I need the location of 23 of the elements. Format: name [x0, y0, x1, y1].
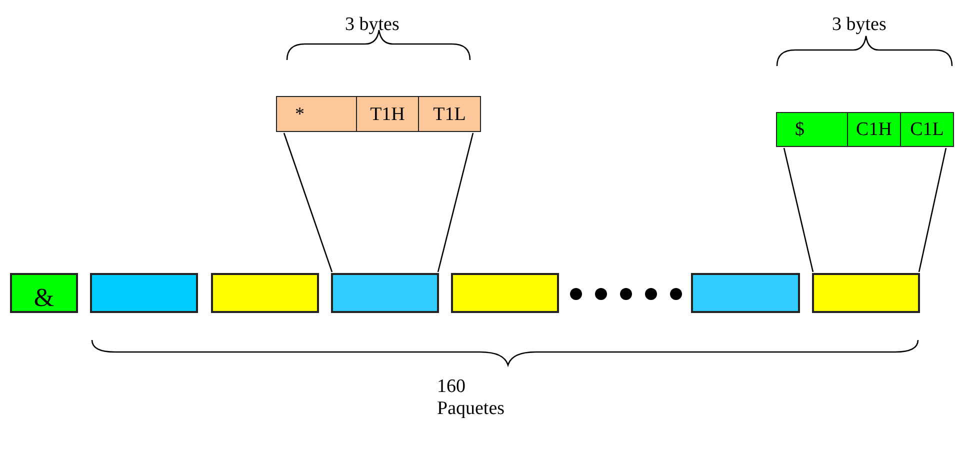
- zoom-line: [437, 132, 474, 272]
- field-label: $: [795, 120, 804, 139]
- zoom-line: [918, 148, 947, 272]
- packet-box: [211, 273, 319, 313]
- size-label: 3 bytes: [832, 14, 888, 36]
- packet-box: [812, 273, 920, 313]
- packet-box: [691, 273, 800, 313]
- field-label: C1L: [910, 120, 944, 139]
- packet-box: [776, 112, 954, 147]
- field-label: T1L: [433, 104, 466, 124]
- size-label: 3 bytes: [345, 14, 400, 36]
- field-label: T1H: [370, 104, 405, 124]
- field-label: *: [295, 104, 304, 124]
- zoom-line: [783, 148, 814, 272]
- start-box: [10, 273, 78, 313]
- packet-box: [90, 273, 198, 313]
- start-symbol: &: [34, 284, 54, 311]
- packet-box: [276, 96, 481, 132]
- packet-box: [451, 273, 559, 313]
- packet-box: [331, 273, 439, 313]
- zoom-line: [283, 132, 333, 272]
- count-label: 160 Paquetes: [437, 376, 506, 420]
- field-label: C1H: [856, 120, 892, 139]
